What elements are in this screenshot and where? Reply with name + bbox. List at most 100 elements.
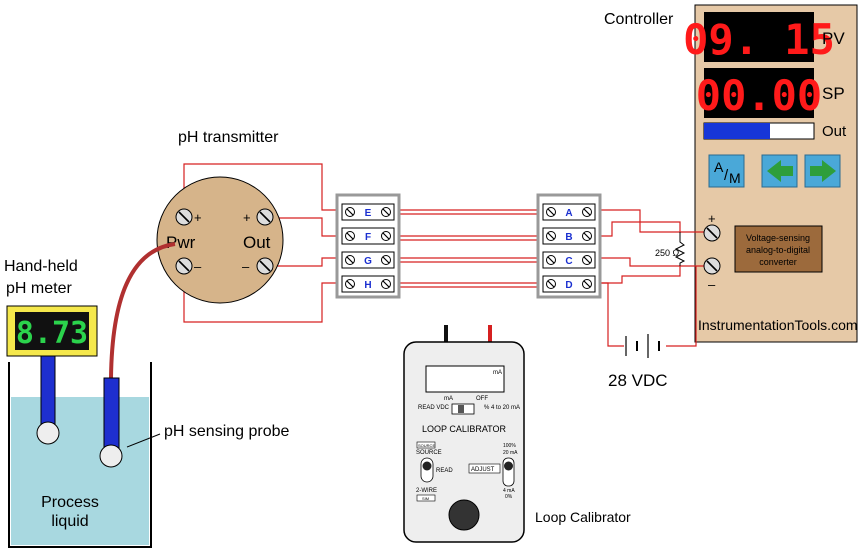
tx-terminal-pwr-minus bbox=[175, 257, 193, 275]
svg-text:% 4 to 20 mA: % 4 to 20 mA bbox=[484, 405, 520, 411]
svg-text:analog-to-digital: analog-to-digital bbox=[746, 245, 810, 255]
output-bar-fill bbox=[704, 123, 770, 139]
terminal-letter: A bbox=[565, 208, 572, 219]
shunt-resistor: 250 Ω bbox=[655, 232, 686, 266]
calibrator-knob[interactable] bbox=[448, 499, 480, 531]
svg-text:–: – bbox=[242, 259, 250, 274]
terminal-D: D bbox=[542, 275, 596, 293]
terminal-C: C bbox=[542, 251, 596, 269]
adjust-button[interactable] bbox=[468, 463, 501, 474]
decrease-button[interactable] bbox=[761, 154, 798, 188]
out-terminal-label: Out bbox=[243, 233, 271, 252]
pwr-label: Pwr bbox=[166, 233, 196, 252]
svg-text:READ: READ bbox=[436, 468, 453, 474]
svg-text:M: M bbox=[729, 170, 741, 186]
terminal-letter: D bbox=[565, 280, 572, 291]
svg-text:20 mA: 20 mA bbox=[503, 450, 518, 456]
terminal-rows-left: E F G H bbox=[341, 203, 395, 293]
svg-text:0%: 0% bbox=[505, 494, 513, 500]
meter-title-1: Hand-held bbox=[4, 258, 78, 275]
calibrator-display bbox=[425, 365, 505, 393]
terminal-E: E bbox=[341, 203, 395, 221]
handheld-ph-meter: Hand-held pH meter 8.73 bbox=[4, 258, 98, 357]
supply-label: 28 VDC bbox=[608, 371, 668, 390]
svg-text:mA: mA bbox=[444, 396, 453, 402]
terminal-H: H bbox=[341, 275, 395, 293]
sp-display bbox=[704, 68, 814, 118]
pv-value: 09. 15 bbox=[683, 15, 835, 64]
controller-plus: + bbox=[708, 211, 716, 226]
resistor-label: 250 Ω bbox=[655, 248, 680, 258]
tx-terminal-out-minus bbox=[256, 257, 274, 275]
svg-text:SIM: SIM bbox=[422, 496, 429, 501]
controller-terminal-minus bbox=[703, 257, 721, 275]
terminal-A: A bbox=[542, 203, 596, 221]
mode-selector-switch[interactable] bbox=[451, 403, 475, 415]
svg-text:Voltage-sensing: Voltage-sensing bbox=[746, 233, 810, 243]
svg-text:100%: 100% bbox=[503, 443, 516, 449]
tx-terminal-out-plus bbox=[256, 208, 274, 226]
controller: Controller 09. 15 PV 00.00 SP Out A / M … bbox=[604, 4, 858, 343]
svg-text:converter: converter bbox=[759, 257, 797, 267]
terminal-letter: H bbox=[364, 280, 371, 291]
increase-button[interactable] bbox=[804, 154, 841, 188]
adjust-slider[interactable] bbox=[502, 457, 515, 487]
terminal-letter: B bbox=[565, 232, 572, 243]
loop-wiring bbox=[183, 163, 712, 347]
source-button[interactable] bbox=[416, 441, 436, 449]
pv-display bbox=[704, 12, 814, 62]
svg-text:+: + bbox=[243, 210, 251, 225]
svg-text:A: A bbox=[714, 159, 724, 175]
svg-text:READ VDC: READ VDC bbox=[418, 405, 450, 411]
auto-manual-button[interactable]: A / M bbox=[708, 154, 745, 188]
svg-text:OFF: OFF bbox=[476, 396, 488, 402]
terminal-letter: E bbox=[365, 208, 372, 219]
probe-leader-line bbox=[126, 433, 161, 448]
svg-text:4 mA: 4 mA bbox=[503, 488, 515, 494]
ph-sensing-probe bbox=[99, 377, 123, 468]
ph-transmitter: pH transmitter + – + – Pwr Out bbox=[156, 129, 284, 304]
terminal-G: G bbox=[341, 251, 395, 269]
probe-cable bbox=[109, 242, 176, 379]
terminal-F: F bbox=[341, 227, 395, 245]
out-label: Out bbox=[822, 123, 847, 140]
svg-text:SOURCE: SOURCE bbox=[418, 443, 435, 448]
terminal-letter: G bbox=[364, 256, 372, 267]
terminal-letter: C bbox=[565, 256, 572, 267]
battery-28vdc: 28 VDC bbox=[608, 334, 668, 390]
terminal-rows-right: A B C D bbox=[542, 203, 596, 293]
controller-terminal-plus bbox=[703, 224, 721, 242]
pv-label: PV bbox=[822, 29, 845, 48]
adc-converter-box bbox=[734, 225, 823, 273]
transmitter-title: pH transmitter bbox=[178, 129, 279, 146]
meter-title-2: pH meter bbox=[6, 280, 72, 297]
terminal-B: B bbox=[542, 227, 596, 245]
brand-label: InstrumentationTools.com bbox=[698, 317, 858, 333]
process-vessel: Process liquid bbox=[8, 362, 152, 548]
sp-value: 00.00 bbox=[696, 71, 822, 120]
terminal-letter: F bbox=[365, 232, 371, 243]
meter-reading: 8.73 bbox=[16, 316, 88, 351]
process-label-2: liquid bbox=[51, 513, 88, 530]
calibrator-title: LOOP CALIBRATOR bbox=[422, 424, 507, 434]
tx-terminal-pwr-plus bbox=[175, 208, 193, 226]
process-label-1: Process bbox=[41, 494, 99, 511]
svg-text:SOURCE: SOURCE bbox=[416, 450, 442, 456]
svg-text:2-WIRE: 2-WIRE bbox=[416, 488, 437, 494]
controller-title: Controller bbox=[604, 11, 674, 28]
svg-text:+: + bbox=[194, 210, 202, 225]
svg-text:mA: mA bbox=[493, 370, 502, 376]
controller-minus: – bbox=[708, 277, 716, 292]
right-arrow-icon bbox=[810, 160, 836, 182]
svg-text:/: / bbox=[724, 167, 729, 184]
calibrator-label: Loop Calibrator bbox=[535, 509, 631, 525]
loop-calibrator: mA mA OFF READ VDC % 4 to 20 mA LOOP CAL… bbox=[403, 325, 631, 543]
sp-label: SP bbox=[822, 84, 845, 103]
function-switch[interactable] bbox=[420, 457, 434, 483]
probe-label: pH sensing probe bbox=[164, 423, 290, 440]
svg-text:–: – bbox=[194, 259, 202, 274]
left-arrow-icon bbox=[767, 160, 793, 182]
svg-text:ADJUST: ADJUST bbox=[471, 467, 495, 473]
sim-button[interactable] bbox=[416, 494, 436, 502]
